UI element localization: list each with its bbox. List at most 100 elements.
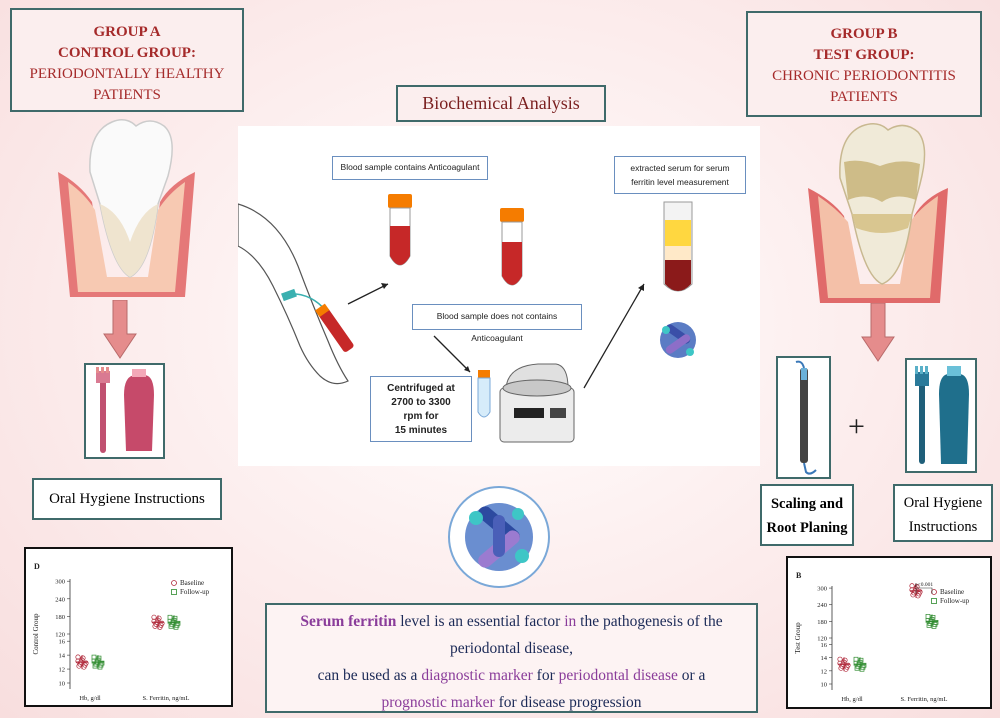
data-point xyxy=(151,618,157,624)
data-point xyxy=(175,620,181,626)
centrifuge-text-3: rpm for xyxy=(403,411,439,422)
oral-hygiene-text-b1: Oral Hygiene xyxy=(903,495,983,511)
arrow-down-icon xyxy=(103,300,137,359)
summary-line-3: can be used as a diagnostic marker for p… xyxy=(267,662,756,689)
y-tick-label: 16 xyxy=(59,639,66,646)
centrifuge-text-4: 15 minutes xyxy=(394,425,448,436)
data-point xyxy=(837,656,843,662)
blood-tube-icon xyxy=(388,194,412,266)
group-b-subtitle: TEST GROUP: xyxy=(813,47,915,63)
scaling-tool-box xyxy=(776,356,831,479)
data-point xyxy=(853,656,859,662)
y-tick-label: 300 xyxy=(55,579,65,586)
data-point xyxy=(167,614,173,620)
y-axis-label: Control Group xyxy=(32,613,40,655)
legend-label: Follow-up xyxy=(180,588,210,596)
centrifuge-icon xyxy=(499,363,575,443)
scaling-text-2: Root Planing xyxy=(766,520,848,536)
data-point xyxy=(917,589,923,595)
legend-marker xyxy=(931,598,937,604)
y-axis-label: Test Group xyxy=(794,622,802,654)
data-point xyxy=(842,657,848,663)
no-anticoagulant-callout: Blood sample does not contains Anticoagu… xyxy=(412,304,582,343)
summary-keyword-ferritin: Serum ferritin xyxy=(300,613,397,630)
arrow-down-icon xyxy=(861,303,895,362)
data-point xyxy=(925,614,931,619)
scaling-text-1: Scaling and xyxy=(770,496,844,512)
group-b-title: GROUP B xyxy=(830,26,898,42)
serum-tube-icon xyxy=(663,201,693,292)
group-a-title: GROUP A xyxy=(93,24,161,40)
biochemical-title-box: Biochemical Analysis xyxy=(396,85,606,122)
anticoagulant-text: Blood sample contains Anticoagulant xyxy=(340,162,480,172)
y-tick-label: 120 xyxy=(817,636,827,643)
ferritin-molecule-icon xyxy=(660,322,696,358)
data-point xyxy=(925,618,931,623)
ferritin-molecule-large-icon xyxy=(448,486,550,588)
legend-marker xyxy=(171,589,177,595)
summary-keyword-diagnostic: diagnostic marker xyxy=(421,667,533,684)
oral-hygiene-tools-a xyxy=(84,363,165,459)
data-point xyxy=(156,615,162,621)
y-tick-label: 10 xyxy=(59,681,66,688)
data-point xyxy=(91,658,97,664)
data-point xyxy=(99,660,105,666)
oral-hygiene-label-a: Oral Hygiene Instructions xyxy=(32,478,222,520)
summary-line-1: Serum ferritin level is an essential fac… xyxy=(267,608,756,635)
data-point xyxy=(167,618,173,624)
scaling-label: Scaling and Root Planing xyxy=(760,484,854,546)
blood-tube-icon xyxy=(500,208,524,286)
panel-label: D xyxy=(34,562,40,571)
y-tick-label: 300 xyxy=(817,586,827,593)
serum-text-2: ferritin level measurement xyxy=(631,177,729,187)
y-tick-label: 14 xyxy=(821,655,828,662)
legend-marker xyxy=(171,580,177,586)
summary-keyword-disease: periodontal disease xyxy=(558,667,678,684)
summary-box: Serum ferritin level is an essential fac… xyxy=(265,603,758,713)
legend-label: Follow-up xyxy=(940,597,970,605)
plus-sign: + xyxy=(848,410,865,443)
data-point xyxy=(151,614,157,620)
group-b-desc: CHRONIC PERIODONTITIS xyxy=(772,68,956,84)
summary-keyword-in: in xyxy=(564,613,577,630)
no-anticoagulant-text: Blood sample does not contains Anticoagu… xyxy=(436,311,558,343)
summary-text: level is an essential factor xyxy=(396,613,565,630)
legend-marker xyxy=(931,589,937,595)
oral-hygiene-tools-b xyxy=(905,358,977,473)
data-point xyxy=(91,654,97,660)
data-point xyxy=(933,620,939,625)
process-panel: Blood sample contains Anticoagulant Bloo… xyxy=(238,126,760,466)
scaler-icon xyxy=(795,360,817,475)
x-tick-label: Hb, g/dl xyxy=(841,696,863,703)
data-point xyxy=(853,660,859,666)
data-point xyxy=(83,660,89,666)
data-point xyxy=(75,658,81,664)
summary-line-2: periodontal disease, xyxy=(449,640,574,657)
data-point xyxy=(80,655,86,661)
group-a-box: GROUP A CONTROL GROUP: PERIODONTALLY HEA… xyxy=(10,8,244,112)
centrifuge-text-2: 2700 to 3300 xyxy=(391,397,451,408)
y-tick-label: 240 xyxy=(817,602,827,609)
group-b-box: GROUP B TEST GROUP: CHRONIC PERIODONTITI… xyxy=(746,11,982,117)
y-tick-label: 12 xyxy=(59,667,66,674)
diseased-tooth-icon xyxy=(808,123,948,303)
toothbrush-icon xyxy=(96,367,154,453)
tube-icon xyxy=(477,370,491,418)
y-tick-label: 16 xyxy=(821,642,828,649)
process-illustration xyxy=(238,194,696,443)
data-point xyxy=(858,657,864,663)
legend-label: Baseline xyxy=(180,579,204,587)
blood-vial-icon xyxy=(318,308,354,352)
summary-text: can be used as a xyxy=(317,667,422,684)
summary-line-4: prognostic marker for disease progressio… xyxy=(267,689,756,716)
summary-text: for xyxy=(532,667,559,684)
summary-keyword-prognostic: prognostic marker xyxy=(381,694,495,711)
summary-text: for disease progression xyxy=(494,694,642,711)
tourniquet-icon xyxy=(281,288,297,302)
data-point xyxy=(930,615,936,620)
data-point xyxy=(909,587,915,593)
